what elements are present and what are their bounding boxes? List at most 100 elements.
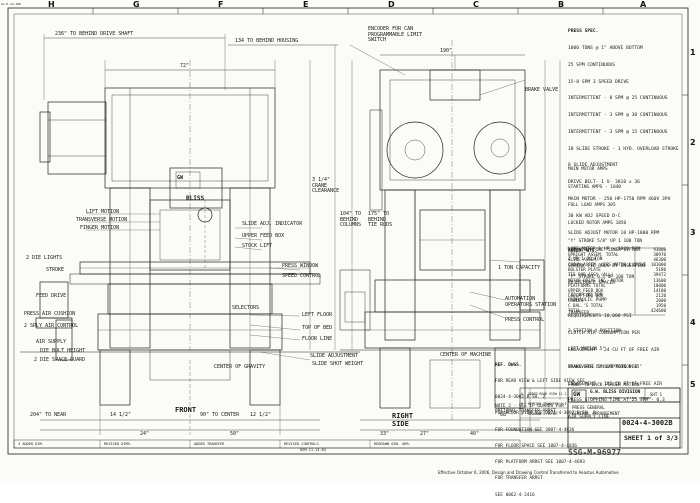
weights-item-label: SLIDE ASSEM.	[568, 257, 599, 263]
bottom-strip-item: REDRAWN GEN. ARR.	[374, 442, 411, 446]
revision-cell: B	[521, 402, 523, 406]
date-note: KGM 11-13-84	[300, 448, 326, 452]
zone-letter-h: H	[48, 0, 55, 9]
press-spec-line: 18 SLIDE STROKE - 1 HYD. OVERLOAD STROKE	[568, 146, 679, 152]
zone-letter-g: G	[133, 0, 140, 9]
motor-amps-line: LOCKED ROTOR AMPS 1850	[568, 221, 627, 226]
press-spec-line: ENGAGEMENT - 24 CU FT OF FREE AIR	[568, 348, 660, 354]
motor-amps-line: FRONT TO BACK FINGER MOTION	[568, 383, 640, 388]
revision-cell: ADDED REAR VIEW	[527, 392, 557, 396]
footer-credit: Effective October 6, 2006, Design and Dr…	[438, 470, 619, 475]
dim-bottom-1: 14 1/2"	[110, 412, 132, 418]
ref-note-line: FOR FOUNDATION SEE 3007-4-4836	[495, 427, 575, 433]
press-spec-line: REQUIREMENTS 10,000 PSI	[568, 314, 632, 320]
press-spec-line: 25 SPM CONTINUOUS	[568, 62, 616, 68]
ref-note-line: FOR FLOOR SPACE SEE 1007-4-4836	[495, 443, 577, 449]
right-side-view	[339, 40, 561, 431]
title-company: G.W. BLISS DIVISION	[590, 390, 641, 395]
dim-top-190: 190"	[440, 48, 453, 54]
dim-bottom-4: 24"	[140, 431, 150, 437]
corner-note: SL-P-14-100	[1, 2, 21, 6]
callout-lift-motion: LIFT MOTION	[86, 209, 120, 215]
revision-cell: 11-1-84	[558, 392, 567, 396]
weights-item-value: 1950	[655, 303, 666, 309]
ref-note-line: FOR REAR VIEW & LEFT SIDE VIEW SEE	[495, 379, 585, 385]
reference-notes: REF. DWGS. FOR REAR VIEW & LEFT SIDE VIE…	[495, 352, 595, 503]
press-spec-line: DRIVE BELT- 1 V- 3810 x 36	[568, 180, 640, 186]
callout-selectors: SELECTORS	[232, 305, 260, 311]
dim-drive-shaft: 236" TO BEHIND DRIVE SHAFT	[55, 31, 134, 37]
callout-finger-motion: FINGER MOTION	[80, 225, 120, 231]
motor-amps-line: MAIN MOTOR AMPS	[568, 167, 608, 172]
zone-number-4: 4	[690, 318, 696, 327]
ref-note-line: FOR PLATFORM ARRST SEE 1007-4-4693	[495, 460, 585, 466]
press-spec-line: ADJUSTABLE SPACER	[568, 280, 616, 286]
zone-number-5: 5	[690, 380, 696, 389]
dim-behind-tie-rods: 175" TO BEHIND TIE RODS	[368, 211, 393, 228]
press-spec-line: 1000 TONS @ 1" ABOVE BOTTOM	[568, 45, 643, 51]
motor-amps-line: "Z" UP 40 TON	[568, 293, 603, 298]
press-spec-line: SHRINK TIE RODS BY INSERTING	[568, 264, 646, 270]
press-spec-line: SLIDE ADJUST MOTOR 10 HP-1800 RPM	[568, 230, 660, 236]
press-spec-line: HYDRAULIC PUMP	[568, 297, 607, 303]
callout-upper-feed-box: UPPER FEED BOX	[242, 233, 285, 239]
weights-item-label: UPRIGHT ASSEM. TOTAL	[568, 252, 619, 258]
callout-die-space-guard: 2 DIE SPACE GUARD	[34, 357, 86, 363]
weights-item-value: 5180	[655, 267, 666, 273]
title-line-1: PRESS GENERAL	[572, 405, 605, 410]
right-side-view-label: RIGHT SIDE	[392, 412, 414, 428]
callout-slide-adjustment: SLIDE ADJUSTMENT	[310, 353, 359, 359]
dim-bottom-8: 40"	[470, 431, 480, 437]
callout-brake-valve: BRAKE VALVE	[525, 87, 559, 93]
dim-bottom-2: 90" TO CENTER	[200, 412, 240, 418]
press-spec-line: 15-8 SPM 3 SPEED DRIVE	[568, 79, 629, 85]
callout-left-floor: LEFT FLOOR	[302, 312, 333, 318]
callout-slide-shot-weight: SLIDE SHOT WEIGHT	[312, 361, 364, 367]
press-spec-line: BRAKE AIR CONSUMPTION PER	[568, 364, 638, 370]
bottom-strip-item: 3 ADDED DIM.	[18, 442, 44, 446]
callout-press-window: PRESS WINDOW	[282, 263, 319, 269]
press-spec-title: PRESS SPEC.	[568, 29, 599, 35]
weights-item-value: 101000	[650, 262, 666, 268]
weights-item-value: 14180	[653, 287, 666, 293]
press-spec-line: 30 KW ADJ SPEED D-C	[568, 213, 621, 219]
ref-note-line: 0024-4-3002 B SH. 2	[495, 395, 546, 401]
weights-item-label: TIE ROD ASSY (ALL)	[568, 272, 614, 278]
weights-row: TIE ROD ASSY (ALL) 39472	[568, 272, 666, 277]
zone-letter-a: A	[640, 0, 647, 9]
callout-stock-lift: STOCK LIFT	[242, 243, 273, 249]
front-view	[20, 34, 360, 435]
dim-behind-housing: 134 TO BEHIND HOUSING	[235, 38, 299, 44]
press-spec-line: MAIN MOTOR - 250 HP-1750 RPM 460V 3PH	[568, 197, 671, 202]
dim-bottom-0: 204" TO NEAR	[30, 412, 67, 418]
weights-item-value: 39472	[653, 272, 666, 278]
sheet-number: SHEET 1 of 3/3	[624, 434, 678, 442]
revision-cell: A	[521, 392, 523, 396]
title-line-2: GENERAL ARRANGEMENT	[572, 411, 620, 416]
callout-floor-line: FLOOR LINE	[302, 336, 333, 342]
zone-number-2: 2	[690, 138, 696, 147]
press-spec-block: PRESS SPEC. 1000 TONS @ 1" ABOVE BOTTOM …	[568, 18, 679, 426]
motor-amps-line: FULL LOAD AMPS 305	[568, 203, 616, 208]
press-spec-line: INTERMITTENT - 8 SPM @ 25 CONTINUOUS	[568, 96, 668, 102]
zone-number-1: 1	[690, 48, 696, 57]
weights-item-value: 10000	[653, 282, 666, 288]
press-spec-line: AIR SUPPLY LINE	[568, 415, 610, 421]
weights-item-value: 38970	[653, 252, 666, 258]
gw-logo-text: GW	[177, 175, 184, 181]
weights-item-label: TOTAL	[568, 308, 581, 314]
press-spec-line: INTERMITTENT - 3 SPM @ 30 CONTINUOUS	[568, 113, 668, 119]
callout-stroke: STROKE	[46, 267, 65, 273]
motor-amps-line: STARTING AMPS - 1040	[568, 185, 621, 190]
weights-item-label: BED ASSEM. INC. LOWER LIFTOUT	[568, 247, 642, 252]
bliss-panel-label: BLISS	[186, 195, 205, 202]
zone-letter-b: B	[558, 0, 565, 9]
